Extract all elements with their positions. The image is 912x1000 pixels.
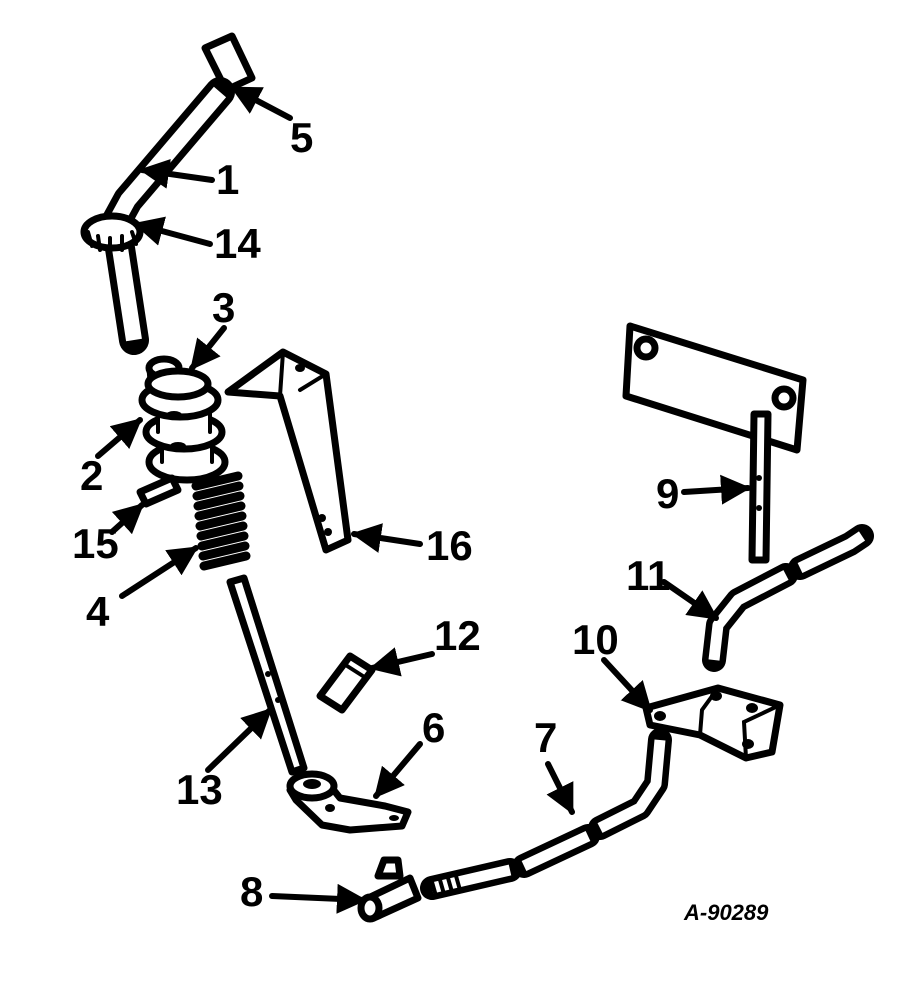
part-12-pin [316,652,376,714]
callout-16: 16 [426,522,473,569]
part-6-crank-arm [286,770,412,834]
part-1-lever-rod [101,77,235,355]
part-16-bracket [224,348,352,554]
callout-12: 12 [434,612,481,659]
part-4-spring [191,471,251,571]
part-14-washer [80,212,144,254]
part-9-plate [622,322,807,564]
callout-5: 5 [290,114,313,161]
part-11-rod [702,524,874,672]
callout-14: 14 [214,220,261,267]
callout-7: 7 [534,714,557,761]
part-7-rod [420,728,672,900]
callout-6: 6 [422,704,445,751]
leader-arrows [95,85,751,914]
callout-13: 13 [176,766,223,813]
callout-labels: 5 1 14 3 2 15 4 16 12 13 6 7 8 9 11 10 A… [72,114,769,925]
callout-8: 8 [240,868,263,915]
part-8-swivel [357,856,422,923]
callout-9: 9 [656,470,679,517]
part-5-knob [201,32,256,94]
callout-3: 3 [212,284,235,331]
callout-10: 10 [572,616,619,663]
callout-2: 2 [80,452,103,499]
callout-1: 1 [216,156,239,203]
callout-4: 4 [86,588,110,635]
reference-code: A-90289 [683,900,769,925]
part-15-key [136,474,182,508]
part-13-rod [226,574,308,776]
callout-15: 15 [72,520,119,567]
part-2-cam-stack [138,367,229,484]
callout-11: 11 [626,552,670,599]
part-10-block [642,684,784,762]
